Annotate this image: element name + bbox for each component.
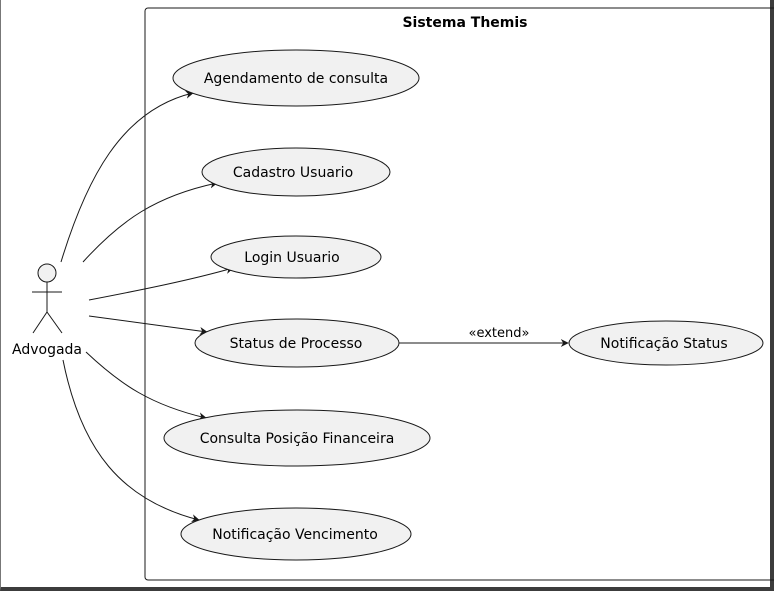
use-case-label: Status de Processo — [230, 336, 363, 352]
use-case-label: Agendamento de consulta — [204, 71, 388, 87]
use-case-notificacao-status: Notificação Status — [568, 320, 764, 366]
use-case-login-usuario: Login Usuario — [210, 235, 382, 279]
association-notificacao-vencimento — [62, 359, 200, 523]
extend-stereotype: «extend» — [469, 326, 530, 341]
association-status — [88, 315, 208, 335]
association-cadastro — [82, 180, 218, 263]
use-case-status-processo: Status de Processo — [194, 318, 400, 368]
use-case-notificacao-vencimento: Notificação Vencimento — [180, 507, 412, 561]
use-case-label: Notificação Status — [600, 336, 727, 352]
use-case-label: Cadastro Usuario — [233, 165, 353, 181]
use-case-agendamento: Agendamento de consulta — [172, 49, 420, 107]
actor-right-leg — [46, 311, 63, 334]
use-case-label: Notificação Vencimento — [212, 527, 378, 543]
system-boundary — [144, 7, 774, 581]
use-case-label: Consulta Posição Financeira — [200, 431, 395, 447]
use-case-label: Login Usuario — [244, 250, 339, 266]
actor-head — [37, 263, 57, 283]
actor-left-leg — [32, 311, 48, 334]
association-consulta-financeira — [85, 351, 207, 421]
use-case-cadastro-usuario: Cadastro Usuario — [201, 147, 391, 197]
use-case-consulta-financeira: Consulta Posição Financeira — [163, 409, 431, 467]
actor-label: Advogada — [12, 342, 82, 358]
system-title: Sistema Themis — [402, 15, 527, 31]
actor-advogada: Advogada — [12, 263, 82, 358]
association-agendamento — [60, 90, 194, 263]
association-login — [88, 266, 234, 301]
